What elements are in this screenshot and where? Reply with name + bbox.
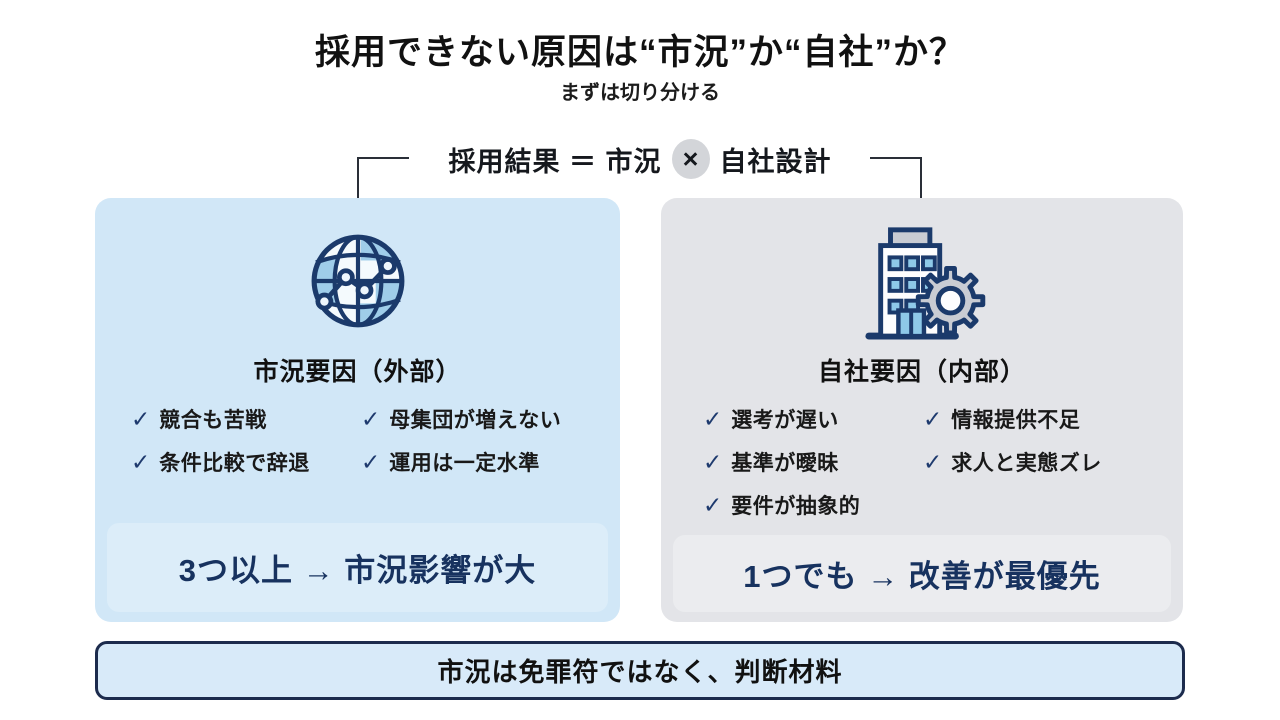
company-factors-card: 自社要因（内部） ✓ 選考が遅い ✓ 情報提供不足 ✓ 基準が曖昧 ✓ 求人と実… (661, 198, 1183, 622)
company-conclusion-strip: 1つでも → 改善が最優先 (673, 535, 1171, 612)
market-card-title: 市況要因（外部） (253, 358, 462, 386)
checklist-item: ✓ 運用は一定水準 (361, 448, 540, 475)
market-factors-card: 市況要因（外部） ✓ 競合も苦戦 ✓ 母集団が増えない ✓ 条件比較で辞退 ✓ … (95, 198, 620, 622)
check-icon: ✓ (361, 405, 381, 432)
check-icon: ✓ (131, 405, 151, 432)
formula-left-text: 採用結果 ＝ 市況 (448, 146, 662, 177)
company-checklist: ✓ 選考が遅い ✓ 情報提供不足 ✓ 基準が曖昧 ✓ 求人と実態ズレ ✓ 要件が… (661, 404, 1183, 520)
check-icon: ✓ (703, 405, 723, 432)
globe-trend-icon (302, 220, 414, 342)
checklist-item: ✓ 母集団が増えない (361, 405, 562, 432)
checklist-item: ✓ 求人と実態ズレ (923, 448, 1102, 475)
footer-message: 市況は免罪符ではなく、判断材料 (437, 657, 843, 687)
market-checklist: ✓ 競合も苦戦 ✓ 母集団が増えない ✓ 条件比較で辞退 ✓ 運用は一定水準 (95, 404, 620, 477)
checklist-item: ✓ 基準が曖昧 (703, 448, 839, 475)
connector-left-horizontal (357, 157, 409, 159)
checklist-item: ✓ 条件比較で辞退 (131, 448, 310, 475)
market-conclusion-strip: 3つ以上 → 市況影響が大 (107, 523, 608, 612)
check-icon: ✓ (923, 405, 943, 432)
multiply-icon: × (671, 139, 710, 179)
checklist-item: ✓ 要件が抽象的 (703, 491, 861, 518)
checklist-item: ✓ 競合も苦戦 (131, 405, 267, 432)
check-icon: ✓ (703, 491, 723, 518)
page-title: 採用できない原因は“市況”か“自社”か？ (314, 33, 965, 72)
company-conclusion-text: 1つでも → 改善が最優先 (743, 559, 1101, 594)
check-icon: ✓ (131, 448, 151, 475)
check-icon: ✓ (361, 448, 381, 475)
footer-banner: 市況は免罪符ではなく、判断材料 (95, 641, 1185, 700)
company-card-title: 自社要因（内部） (817, 358, 1026, 386)
page-subtitle: まずは切り分ける (560, 82, 720, 104)
connector-right-horizontal (870, 157, 922, 159)
checklist-item: ✓ 情報提供不足 (923, 405, 1081, 432)
check-icon: ✓ (703, 448, 723, 475)
connector-right-vertical (920, 157, 922, 198)
formula-row: 採用結果 ＝ 市況 × 自社設計 (0, 138, 1280, 180)
building-gear-icon (856, 220, 988, 342)
checklist-item: ✓ 選考が遅い (703, 405, 839, 432)
market-conclusion-text: 3つ以上 → 市況影響が大 (178, 553, 537, 588)
connector-left-vertical (357, 157, 359, 198)
check-icon: ✓ (923, 448, 943, 475)
formula-right-text: 自社設計 (719, 146, 832, 177)
